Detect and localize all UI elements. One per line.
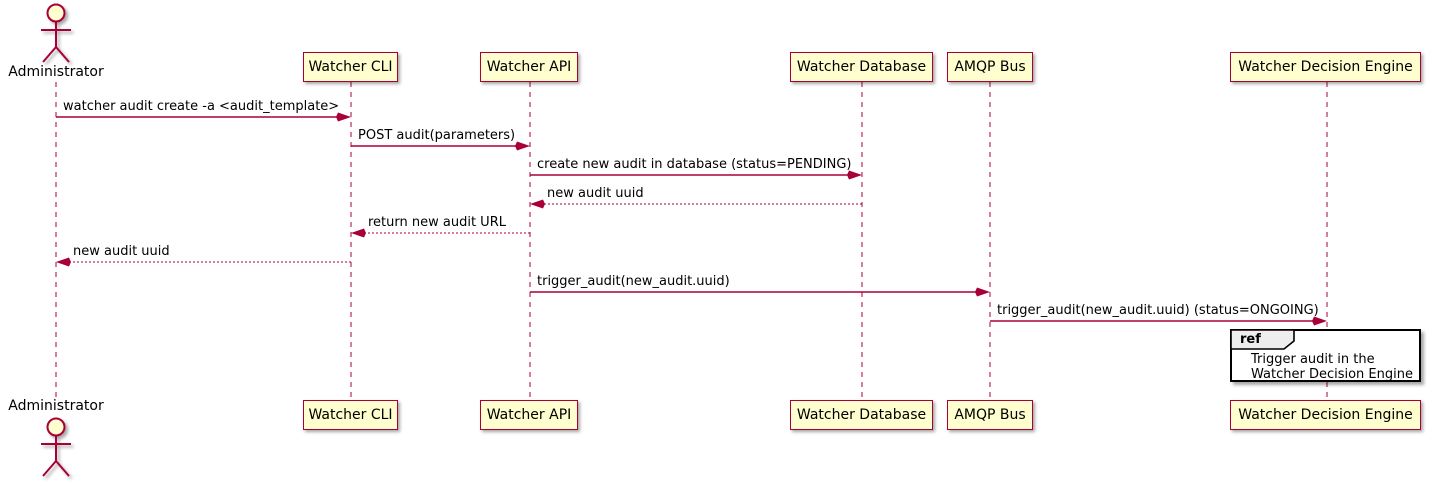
message-arrow-head-2 (515, 141, 530, 151)
message-arrow-head-4 (530, 199, 545, 209)
message-arrow-head-5 (351, 228, 366, 238)
message-label-6: new audit uuid (73, 244, 170, 259)
message-label-7: trigger_audit(new_audit.uuid) (537, 274, 730, 289)
message-arrow-head-7 (975, 287, 990, 297)
actor-figure-administrator-top (41, 3, 71, 63)
participant-box-watcher-cli-top: Watcher CLI (303, 52, 398, 82)
message-label-5: return new audit URL (368, 215, 506, 230)
message-label-2: POST audit(parameters) (358, 128, 516, 143)
ref-frame: ref Trigger audit in the Watcher Decisio… (1230, 329, 1421, 382)
participant-box-watcher-cli-bottom: Watcher CLI (303, 400, 398, 430)
actor-label-administrator-top: Administrator (8, 64, 104, 80)
message-arrow-head-6 (56, 257, 71, 267)
participant-box-watcher-decision-engine-top: Watcher Decision Engine (1230, 52, 1421, 82)
ref-line-2: Watcher Decision Engine (1251, 367, 1413, 382)
participant-box-watcher-database-bottom: Watcher Database (790, 400, 933, 430)
message-label-4: new audit uuid (547, 186, 644, 201)
participant-box-watcher-api-top: Watcher API (480, 52, 578, 82)
actor-figure-administrator-bottom (41, 417, 71, 477)
message-arrow-head-3 (847, 170, 862, 180)
message-label-8: trigger_audit(new_audit.uuid) (status=ON… (997, 303, 1319, 318)
ref-line-1: Trigger audit in the (1251, 352, 1375, 367)
participant-box-watcher-api-bottom: Watcher API (480, 400, 578, 430)
ref-header-pentagon (1230, 329, 1295, 350)
actor-label-administrator-bottom: Administrator (8, 398, 104, 414)
message-arrow-head-1 (336, 112, 351, 122)
participant-box-watcher-decision-engine-bottom: Watcher Decision Engine (1230, 400, 1421, 430)
message-label-1: watcher audit create -a <audit_template> (63, 99, 340, 114)
message-label-3: create new audit in database (status=PEN… (537, 157, 852, 172)
participant-box-amqp-bus-bottom: AMQP Bus (947, 400, 1033, 430)
participant-box-watcher-database-top: Watcher Database (790, 52, 933, 82)
participant-box-amqp-bus-top: AMQP Bus (947, 52, 1033, 82)
ref-keyword: ref (1240, 332, 1261, 347)
message-arrow-head-8 (1312, 316, 1327, 326)
